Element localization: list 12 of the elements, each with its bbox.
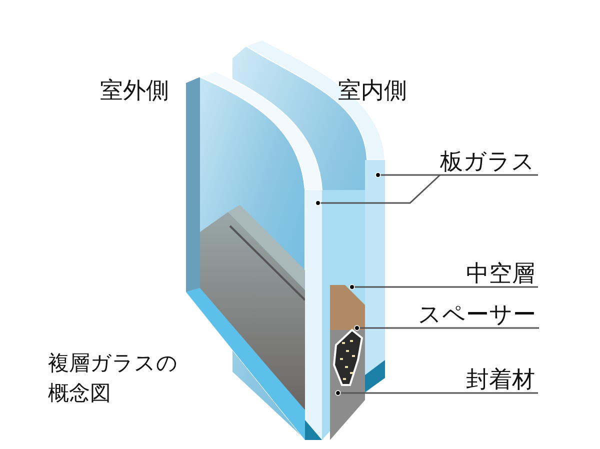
- side-label: 室内側: [338, 78, 407, 104]
- caption: 複層ガラスの概念図: [48, 350, 179, 407]
- side-label: 室外側: [100, 78, 169, 104]
- leader-line: [335, 390, 538, 396]
- leader-line: [375, 172, 538, 178]
- leader-line: [315, 174, 441, 206]
- callout-label: 封着材: [466, 367, 535, 393]
- leader-line: [349, 284, 538, 290]
- callout-label: スペーサー: [418, 302, 536, 328]
- leader-line: [354, 325, 539, 331]
- callout-label: 中空層: [466, 261, 535, 287]
- callout-label: 板ガラス: [440, 149, 535, 175]
